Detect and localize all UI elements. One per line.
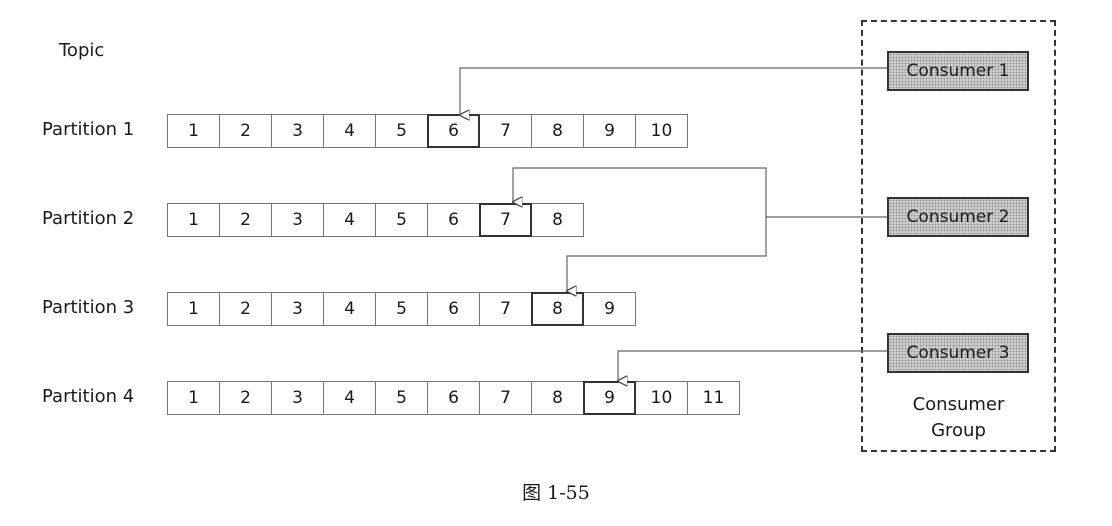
consumer-group-box bbox=[861, 20, 1056, 452]
current-offset-cell: 6 bbox=[427, 114, 480, 148]
connector-consumer-3 bbox=[618, 350, 887, 381]
connector-consumer-2-partition-3 bbox=[567, 217, 767, 291]
offset-cell: 9 bbox=[583, 292, 636, 326]
consumer-3-box: Consumer 3 bbox=[887, 333, 1029, 373]
consumer-group-label-line-1: Consumer bbox=[912, 394, 1005, 415]
offset-cell: 1 bbox=[167, 381, 220, 415]
offset-cell: 6 bbox=[427, 203, 480, 237]
offset-cell: 6 bbox=[427, 381, 480, 415]
offset-cell: 2 bbox=[219, 381, 272, 415]
consumer-group-label-line-2: Group bbox=[931, 420, 986, 441]
offset-cell: 4 bbox=[323, 381, 376, 415]
current-offset-cell: 8 bbox=[531, 292, 584, 326]
offset-cell: 6 bbox=[427, 292, 480, 326]
offset-cell: 4 bbox=[323, 203, 376, 237]
offset-cell: 3 bbox=[271, 114, 324, 148]
consumer-1-box: Consumer 1 bbox=[887, 51, 1029, 91]
offset-cell: 8 bbox=[531, 114, 584, 148]
offset-cell: 9 bbox=[583, 114, 636, 148]
offset-cell: 5 bbox=[375, 381, 428, 415]
consumer-group-label: Consumer Group bbox=[861, 392, 1056, 444]
offset-cell: 1 bbox=[167, 292, 220, 326]
offset-cell: 2 bbox=[219, 203, 272, 237]
offset-cell: 8 bbox=[531, 381, 584, 415]
offset-cell: 3 bbox=[271, 203, 324, 237]
offset-cell: 1 bbox=[167, 203, 220, 237]
offset-cell: 7 bbox=[479, 114, 532, 148]
partition-1-label: Partition 1 bbox=[42, 119, 135, 140]
offset-cell: 2 bbox=[219, 292, 272, 326]
partition-4-label: Partition 4 bbox=[42, 386, 135, 407]
offset-cell: 5 bbox=[375, 203, 428, 237]
current-offset-cell: 9 bbox=[583, 381, 636, 415]
offset-cell: 4 bbox=[323, 114, 376, 148]
consumer-2-box: Consumer 2 bbox=[887, 197, 1029, 237]
offset-cell: 11 bbox=[687, 381, 740, 415]
offset-cell: 3 bbox=[271, 381, 324, 415]
offset-cell: 10 bbox=[635, 114, 688, 148]
connector-consumer-1 bbox=[460, 67, 887, 115]
offset-cell: 5 bbox=[375, 292, 428, 326]
topic-label: Topic bbox=[59, 40, 105, 61]
offset-cell: 8 bbox=[531, 203, 584, 237]
offset-cell: 10 bbox=[635, 381, 688, 415]
offset-cell: 7 bbox=[479, 292, 532, 326]
offset-cell: 2 bbox=[219, 114, 272, 148]
offset-cell: 5 bbox=[375, 114, 428, 148]
offset-cell: 1 bbox=[167, 114, 220, 148]
figure-caption: 图 1-55 bbox=[522, 482, 590, 504]
offset-cell: 3 bbox=[271, 292, 324, 326]
partition-3-label: Partition 3 bbox=[42, 297, 135, 318]
current-offset-cell: 7 bbox=[479, 203, 532, 237]
offset-cell: 7 bbox=[479, 381, 532, 415]
offset-cell: 4 bbox=[323, 292, 376, 326]
partition-2-label: Partition 2 bbox=[42, 208, 135, 229]
